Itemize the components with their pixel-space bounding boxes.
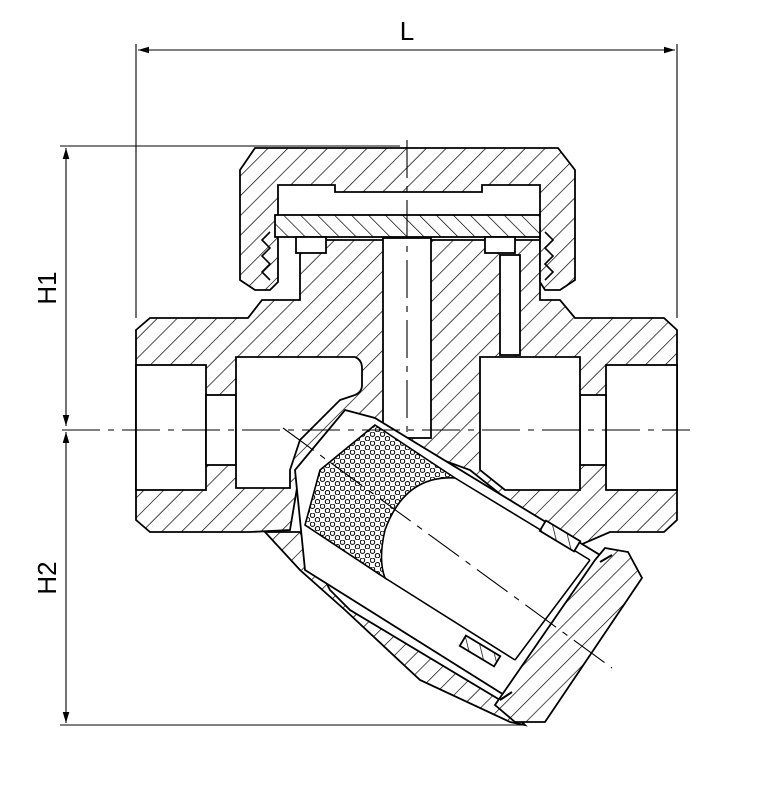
height-bottom-label: H2 (32, 561, 62, 594)
dimension-height-bottom: H2 (32, 432, 525, 726)
strainer-mesh (304, 424, 458, 581)
dimension-length: L (135, 16, 678, 318)
dimension-height-top: H1 (32, 145, 400, 426)
height-top-label: H1 (32, 271, 62, 304)
length-label: L (400, 16, 414, 46)
strainer-end-cap (493, 547, 644, 723)
inlet-port (135, 356, 363, 491)
strainer-assembly (294, 408, 602, 707)
outlet-port (479, 356, 678, 491)
center-lines (62, 140, 690, 669)
